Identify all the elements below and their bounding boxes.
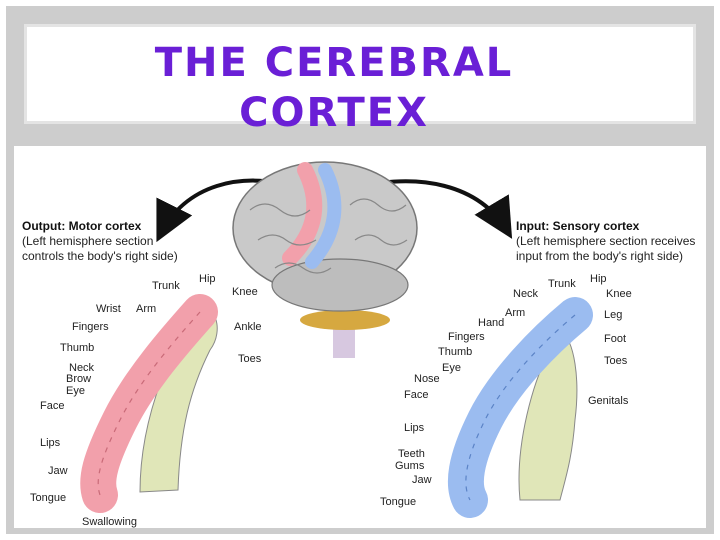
- slide-border-bottom: [6, 528, 714, 534]
- sensory-label-arm: Arm: [505, 307, 525, 319]
- sensory-label-jaw: Jaw: [412, 474, 432, 486]
- title-box: THE CEREBRAL CORTEX: [24, 24, 696, 136]
- motor-label-swallowing: Swallowing: [82, 516, 137, 528]
- motor-label-hip: Hip: [199, 273, 216, 285]
- sensory-label-face: Face: [404, 389, 428, 401]
- motor-label-brow: Brow: [66, 373, 91, 385]
- slide-border-right: [706, 146, 714, 534]
- sensory-label-thumb: Thumb: [438, 346, 472, 358]
- motor-heading: Output: Motor cortex: [22, 219, 142, 233]
- motor-label-neck: Neck: [69, 362, 95, 374]
- sensory-heading: Input: Sensory cortex: [516, 219, 640, 233]
- sensory-label-leg: Leg: [604, 309, 622, 321]
- sensory-label-tongue: Tongue: [380, 496, 416, 508]
- sensory-subtitle-1: (Left hemisphere section receives: [516, 234, 695, 248]
- motor-label-arm: Arm: [136, 303, 156, 315]
- motor-label-fingers: Fingers: [72, 321, 109, 333]
- sensory-label-toes: Toes: [604, 355, 628, 367]
- motor-label-thumb: Thumb: [60, 342, 94, 354]
- title-line-1: THE CEREBRAL: [154, 40, 514, 86]
- sensory-label-nose: Nose: [414, 373, 440, 385]
- slide-border-left: [6, 146, 14, 534]
- sensory-label-genitals: Genitals: [588, 395, 629, 407]
- motor-cortex-illustration: [80, 294, 218, 513]
- motor-subtitle-1: (Left hemisphere section: [22, 234, 153, 248]
- motor-label-knee: Knee: [232, 286, 258, 298]
- sensory-label-lips: Lips: [404, 422, 425, 434]
- motor-label-tongue: Tongue: [30, 492, 66, 504]
- motor-label-wrist: Wrist: [96, 303, 121, 315]
- motor-label-eye: Eye: [66, 385, 85, 397]
- slide-title: THE CEREBRAL CORTEX: [64, 38, 604, 138]
- sensory-label-knee: Knee: [606, 288, 632, 300]
- motor-label-jaw: Jaw: [48, 465, 68, 477]
- title-line-2: CORTEX: [239, 90, 429, 136]
- motor-label-face: Face: [40, 400, 64, 412]
- sensory-label-fingers: Fingers: [448, 331, 485, 343]
- sensory-label-trunk: Trunk: [548, 278, 576, 290]
- sensory-cortex-illustration: [447, 297, 593, 518]
- sensory-label-foot: Foot: [604, 333, 626, 345]
- motor-subtitle-2: controls the body's right side): [22, 249, 178, 263]
- sensory-label-teeth: Teeth: [398, 448, 425, 460]
- sensory-label-hip: Hip: [590, 273, 607, 285]
- motor-label-trunk: Trunk: [152, 280, 180, 292]
- sensory-label-hand: Hand: [478, 317, 504, 329]
- sensory-label-eye: Eye: [442, 362, 461, 374]
- brain-illustration: [232, 161, 418, 358]
- motor-label-lips: Lips: [40, 437, 61, 449]
- motor-label-ankle: Ankle: [234, 321, 262, 333]
- sensory-subtitle-2: input from the body's right side): [516, 249, 683, 263]
- sensory-label-gums: Gums: [395, 460, 425, 472]
- motor-label-toes: Toes: [238, 353, 262, 365]
- sensory-label-neck: Neck: [513, 288, 539, 300]
